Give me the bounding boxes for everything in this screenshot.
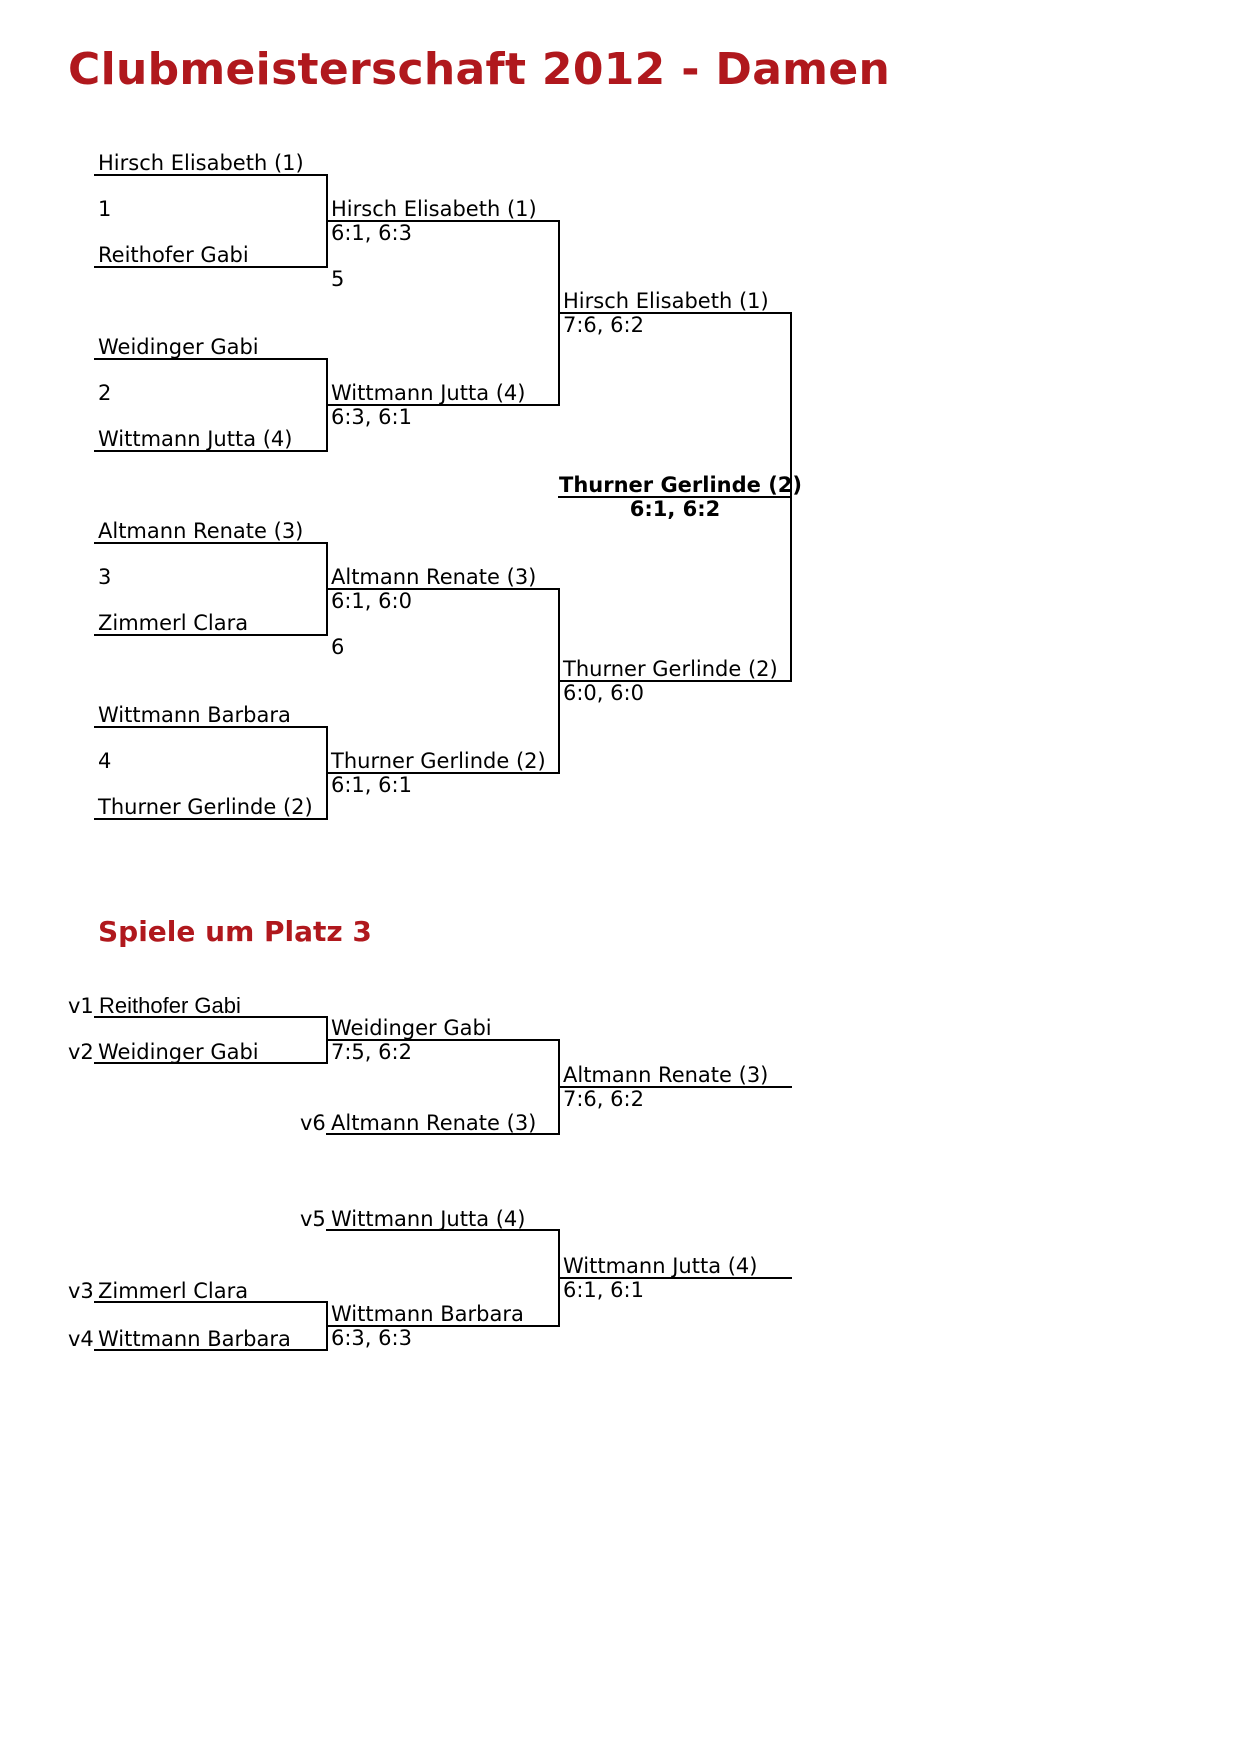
b2-final-score: 6:1, 6:1 xyxy=(563,1278,644,1302)
bracket-line xyxy=(326,1133,560,1135)
bracket-line xyxy=(558,312,792,314)
r2-m2-score: 6:3, 6:1 xyxy=(331,405,412,429)
bracket-line xyxy=(94,1301,328,1303)
r2-m2-winner: Wittmann Jutta (4) xyxy=(331,381,526,405)
bracket-line xyxy=(326,220,560,222)
r1-m2-player1: Weidinger Gabi xyxy=(98,335,259,359)
champion-score: 6:1, 6:2 xyxy=(629,497,721,521)
v2-label: v2 xyxy=(68,1040,94,1064)
v6-player: Altmann Renate (3) xyxy=(331,1111,537,1135)
r1-m3-player1: Altmann Renate (3) xyxy=(98,519,304,543)
bracket-line xyxy=(326,1325,560,1327)
r1-m1-player1: Hirsch Elisabeth (1) xyxy=(98,151,304,175)
bracket-line xyxy=(94,818,328,820)
r1-m1-match-no: 1 xyxy=(98,197,112,221)
bracket-line xyxy=(94,634,328,636)
bracket-line xyxy=(94,542,328,544)
b2-match-winner: Wittmann Barbara xyxy=(331,1302,524,1326)
bracket-line xyxy=(94,358,328,360)
bracket-line xyxy=(326,772,560,774)
bracket-line xyxy=(94,174,328,176)
r1-m1-player2: Reithofer Gabi xyxy=(98,243,249,267)
b2-match-score: 6:3, 6:3 xyxy=(331,1326,412,1350)
bracket-line xyxy=(94,266,328,268)
page-title: Clubmeisterschaft 2012 - Damen xyxy=(68,44,891,95)
r1-m2-match-no: 2 xyxy=(98,381,112,405)
bracket-line xyxy=(558,680,792,682)
r1-m3-player2: Zimmerl Clara xyxy=(98,611,249,635)
bracket-line xyxy=(94,450,328,452)
v1-label: v1 xyxy=(68,994,94,1018)
v3-player: Zimmerl Clara xyxy=(98,1279,249,1303)
v2-player: Weidinger Gabi xyxy=(98,1040,259,1064)
bracket-line xyxy=(326,1039,560,1041)
r2-m1-winner: Hirsch Elisabeth (1) xyxy=(331,197,537,221)
r2-match-no: 5 xyxy=(331,267,345,291)
bracket-line xyxy=(326,404,560,406)
b2-final-winner: Wittmann Jutta (4) xyxy=(563,1254,758,1278)
bracket-line xyxy=(558,1277,792,1279)
r2-m3-winner: Altmann Renate (3) xyxy=(331,565,537,589)
v5-label: v5 xyxy=(300,1207,326,1231)
b1-final-score: 7:6, 6:2 xyxy=(563,1087,644,1111)
r1-m2-player2: Wittmann Jutta (4) xyxy=(98,427,293,451)
bracket-line xyxy=(94,1349,328,1351)
champion-name: Thurner Gerlinde (2) xyxy=(559,473,803,497)
bracket-line xyxy=(558,1086,792,1088)
b1-match-winner: Weidinger Gabi xyxy=(331,1016,492,1040)
v6-label: v6 xyxy=(300,1111,326,1135)
bracket-line xyxy=(326,1229,560,1231)
r2-m3-score: 6:1, 6:0 xyxy=(331,589,412,613)
v5-player: Wittmann Jutta (4) xyxy=(331,1207,526,1231)
b1-final-winner: Altmann Renate (3) xyxy=(563,1063,769,1087)
sf-m1-score: 7:6, 6:2 xyxy=(563,313,644,337)
bracket-line xyxy=(94,1062,328,1064)
sf-m1-winner: Hirsch Elisabeth (1) xyxy=(563,289,769,313)
r1-m4-match-no: 4 xyxy=(98,749,112,773)
bracket-line xyxy=(558,496,792,498)
sf-m2-winner: Thurner Gerlinde (2) xyxy=(563,657,778,681)
r2-m4-score: 6:1, 6:1 xyxy=(331,773,412,797)
third-place-heading: Spiele um Platz 3 xyxy=(98,915,372,948)
v3-label: v3 xyxy=(68,1279,94,1303)
b1-match-score: 7:5, 6:2 xyxy=(331,1040,412,1064)
bracket-line xyxy=(326,588,560,590)
r2-m4-winner: Thurner Gerlinde (2) xyxy=(331,749,546,773)
v4-player: Wittmann Barbara xyxy=(98,1327,291,1351)
v4-label: v4 xyxy=(68,1327,94,1351)
r1-m4-player1: Wittmann Barbara xyxy=(98,703,291,727)
bracket-line xyxy=(94,1016,328,1018)
r1-m3-match-no: 3 xyxy=(98,565,112,589)
r2-match-no: 6 xyxy=(331,635,345,659)
sf-m2-score: 6:0, 6:0 xyxy=(563,681,644,705)
v1-player: Reithofer Gabi xyxy=(99,993,241,1018)
r2-m1-score: 6:1, 6:3 xyxy=(331,221,412,245)
bracket-line xyxy=(94,726,328,728)
r1-m4-player2: Thurner Gerlinde (2) xyxy=(98,795,313,819)
